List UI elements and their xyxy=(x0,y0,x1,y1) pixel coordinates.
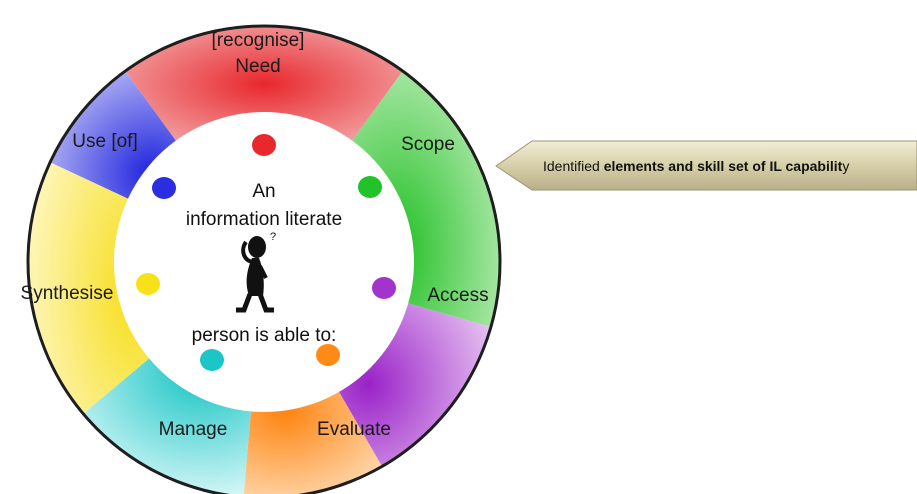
svg-text:?: ? xyxy=(270,231,276,243)
segment-label-need-line2: Need xyxy=(235,56,280,77)
puzzle-tab-use xyxy=(152,177,176,199)
puzzle-tab-access xyxy=(372,277,396,299)
puzzle-tab-need xyxy=(252,134,276,156)
segment-label-use: Use [of] xyxy=(72,131,137,152)
segment-label-evaluate: Evaluate xyxy=(317,419,391,440)
center-line-2: information literate xyxy=(186,209,342,230)
segment-label-access: Access xyxy=(427,285,488,306)
puzzle-tab-scope xyxy=(358,176,382,198)
segment-use xyxy=(50,71,178,200)
puzzle-tab-manage xyxy=(200,349,224,371)
wheel-outer-border xyxy=(26,24,502,494)
segment-label-need: [recognise] xyxy=(212,30,305,51)
callout: Identified elements and skill set of IL … xyxy=(495,140,917,191)
callout-text: Identified elements and skill set of IL … xyxy=(543,158,849,174)
center-line-3: person is able to: xyxy=(192,325,337,346)
segment-manage xyxy=(83,357,252,494)
thinking-person-icon: ? xyxy=(236,231,276,313)
segment-evaluate xyxy=(243,390,382,494)
segment-label-synthesise: Synthesise xyxy=(21,283,114,304)
wheel-center xyxy=(114,112,414,412)
center-line-1: An xyxy=(252,181,275,202)
puzzle-tab-synthesise xyxy=(136,273,160,295)
puzzle-tabs xyxy=(136,134,396,371)
segment-label-scope: Scope xyxy=(401,134,455,155)
puzzle-tab-evaluate xyxy=(316,344,340,366)
segment-access xyxy=(338,302,491,467)
segment-label-manage: Manage xyxy=(159,419,228,440)
segment-need xyxy=(125,26,403,143)
